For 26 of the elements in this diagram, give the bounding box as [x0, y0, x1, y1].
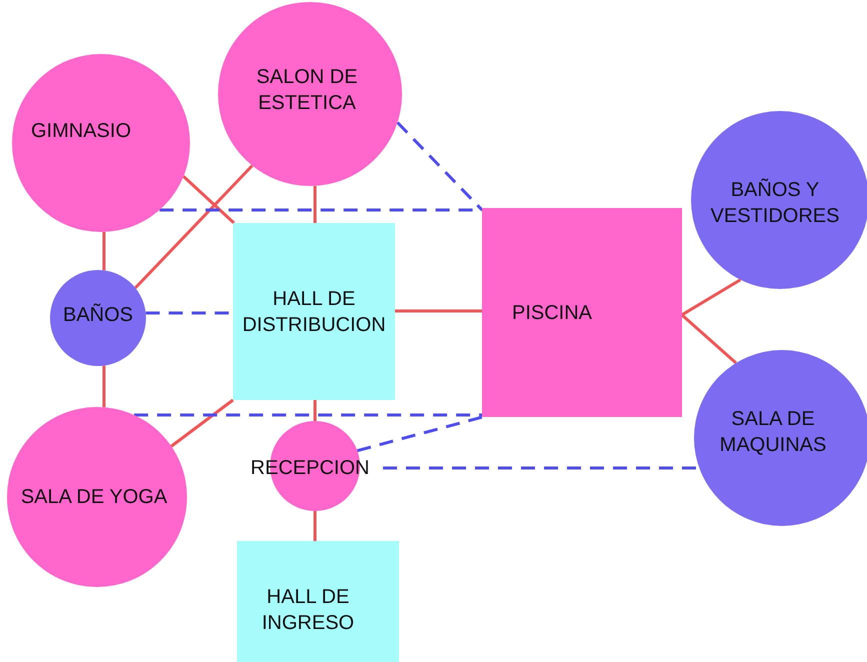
- connector-line: [395, 310, 482, 312]
- connector-line: [134, 164, 254, 289]
- connector-line: [681, 278, 742, 316]
- connector-line: [314, 186, 316, 223]
- room-label: SALA DE MAQUINAS: [718, 407, 828, 458]
- room-label: HALL DE DISTRIBUCION: [241, 286, 387, 338]
- room-label: GIMNASIO: [30, 119, 132, 144]
- dashed-connector: [356, 416, 484, 452]
- connector-line: [314, 511, 316, 541]
- room-box: [482, 208, 682, 417]
- room-label: SALON DE ESTETICA: [255, 65, 359, 116]
- connector-line: [681, 314, 738, 364]
- room-label: PISCINA: [510, 300, 594, 326]
- room-box: [237, 541, 399, 662]
- dashed-connector: [134, 414, 482, 416]
- room-label: BAÑOS Y VESTIDORES: [710, 178, 840, 229]
- connector-line: [170, 398, 234, 448]
- room-label: HALL DE INGRESO: [260, 584, 356, 636]
- connector-line: [182, 175, 235, 224]
- connector-line: [314, 400, 316, 421]
- connector-line: [102, 232, 106, 270]
- connector-line: [102, 366, 106, 408]
- room-box: [233, 223, 395, 400]
- room-label: SALA DE YOGA: [20, 485, 168, 510]
- room-label: BAÑOS: [62, 302, 134, 328]
- dashed-connector: [396, 121, 484, 212]
